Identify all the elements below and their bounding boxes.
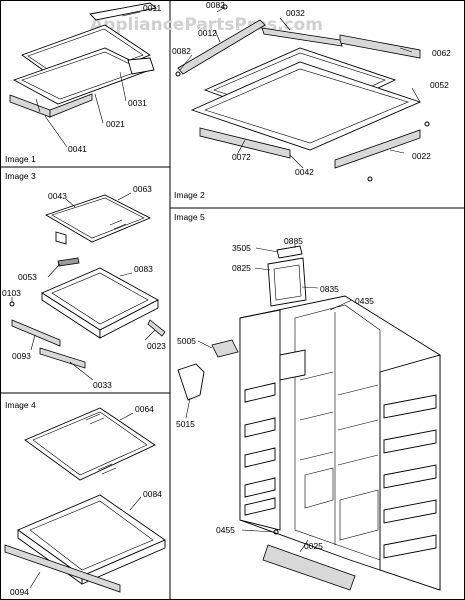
panel-title-image3: Image 3	[5, 171, 36, 181]
label-0825: 0825	[232, 263, 251, 273]
image5-drawing	[177, 245, 441, 591]
image3-drawing	[9, 194, 166, 369]
label-0062: 0062	[432, 48, 451, 58]
label-0885: 0885	[284, 236, 303, 246]
label-0063: 0063	[133, 184, 152, 194]
label-0455: 0455	[216, 525, 235, 535]
label-0042: 0042	[295, 167, 314, 177]
label-0023: 0023	[147, 341, 166, 351]
label-0022: 0022	[412, 151, 431, 161]
label-5005: 5005	[177, 336, 196, 346]
label-0032: 0032	[286, 8, 305, 18]
label-0083: 0083	[134, 264, 153, 274]
image1-drawing	[9, 2, 158, 118]
label-0031: 0031	[128, 98, 147, 108]
label-0082-left: 0082	[172, 46, 191, 56]
label-0011: 0011	[143, 3, 162, 13]
label-0435: 0435	[355, 296, 374, 306]
label-0041: 0041	[68, 144, 87, 154]
image4-leaders	[29, 412, 142, 589]
image1-leaders	[44, 11, 141, 148]
label-3505: 3505	[232, 243, 251, 253]
panel-title-image2: Image 2	[174, 190, 205, 200]
label-0093: 0093	[12, 351, 31, 361]
label-5015: 5015	[176, 419, 195, 429]
label-0064: 0064	[135, 404, 154, 414]
label-0835: 0835	[320, 284, 339, 294]
panel-title-image4: Image 4	[5, 400, 36, 410]
image4-drawing	[4, 407, 166, 593]
label-0052: 0052	[430, 80, 449, 90]
image5-leaders	[185, 244, 353, 553]
label-0103: 0103	[2, 288, 21, 298]
label-0012: 0012	[198, 28, 217, 38]
image3-leaders	[11, 192, 156, 381]
label-0084: 0084	[143, 489, 162, 499]
image2-leaders	[179, 6, 421, 169]
label-0021: 0021	[106, 119, 125, 129]
label-0082-top: 0082	[206, 0, 225, 10]
image2-drawing	[175, 4, 430, 182]
label-0053: 0053	[18, 272, 37, 282]
panel-title-image1: Image 1	[5, 154, 36, 164]
label-0072: 0072	[232, 152, 251, 162]
panel-title-image5: Image 5	[174, 212, 205, 222]
label-0025: 0025	[304, 541, 323, 551]
label-0043: 0043	[48, 191, 67, 201]
label-0094: 0094	[10, 587, 29, 597]
label-0033: 0033	[93, 380, 112, 390]
